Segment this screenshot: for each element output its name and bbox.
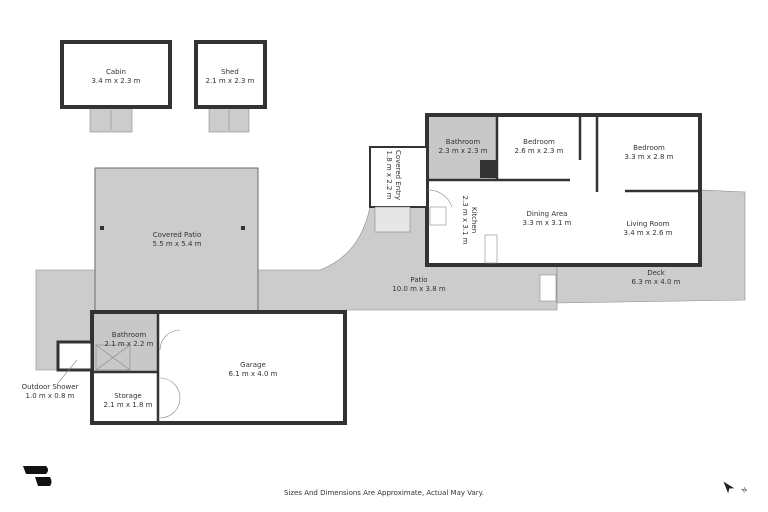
disclaimer-footer: Sizes And Dimensions Are Approximate, Ac… xyxy=(283,489,485,497)
cabinet xyxy=(480,160,497,178)
north-letter: N xyxy=(741,486,749,494)
cabin-walls xyxy=(60,40,172,109)
entry-steps xyxy=(374,206,411,233)
garage-bathroom-floor xyxy=(94,314,158,372)
brand-logo xyxy=(23,466,52,486)
covered-patio-roof xyxy=(94,167,259,313)
post xyxy=(241,226,245,230)
north-arrow-icon xyxy=(723,481,735,494)
outdoor-shower xyxy=(56,340,94,372)
post xyxy=(100,226,104,230)
shed-walls xyxy=(194,40,267,109)
